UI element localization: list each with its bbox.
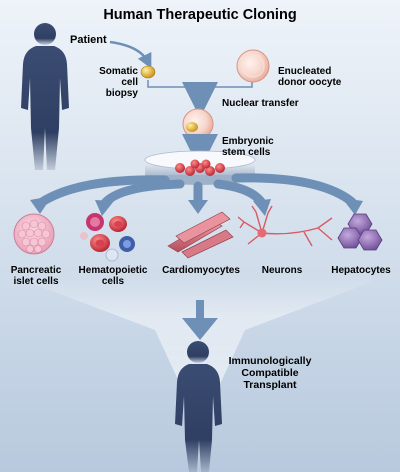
label-pancreatic-islet: Pancreatic islet cells bbox=[10, 265, 62, 287]
cardiomyocyte-icon bbox=[167, 211, 234, 259]
patient-silhouette bbox=[21, 23, 69, 170]
fused-oocyte bbox=[182, 108, 214, 140]
label-embryonic-stem-cells: Embryonic stem cells bbox=[222, 136, 274, 158]
label-hepatocytes: Hepatocytes bbox=[331, 265, 391, 276]
merge-bracket bbox=[147, 80, 253, 88]
pancreatic-islet-icon bbox=[13, 213, 55, 255]
label-somatic-biopsy: Somatic cell biopsy bbox=[99, 66, 138, 99]
hepatocyte-icon bbox=[337, 213, 383, 251]
label-hematopoietic: Hematopoietic cells bbox=[78, 265, 148, 287]
label-enucleated-oocyte: Enucleated donor oocyte bbox=[278, 66, 342, 88]
transplant-silhouette bbox=[175, 341, 222, 472]
diagram-title: Human Therapeutic Cloning bbox=[103, 7, 297, 23]
label-transplant: Immunologically Compatible Transplant bbox=[228, 355, 312, 391]
label-nuclear-transfer: Nuclear transfer bbox=[222, 98, 299, 109]
branch-arrowheads bbox=[30, 196, 363, 216]
label-cardiomyocytes: Cardiomyocytes bbox=[162, 265, 240, 276]
transplant-arrowhead bbox=[182, 318, 218, 340]
label-neurons: Neurons bbox=[261, 265, 303, 276]
enucleated-oocyte bbox=[236, 49, 270, 83]
neuron-icon bbox=[237, 205, 333, 247]
hematopoietic-icon bbox=[80, 213, 135, 262]
somatic-cell bbox=[140, 65, 156, 79]
branch-arrows bbox=[37, 173, 357, 208]
patient-arrow bbox=[109, 40, 152, 69]
stem-cell-cluster bbox=[175, 159, 225, 176]
label-patient: Patient bbox=[70, 34, 107, 46]
